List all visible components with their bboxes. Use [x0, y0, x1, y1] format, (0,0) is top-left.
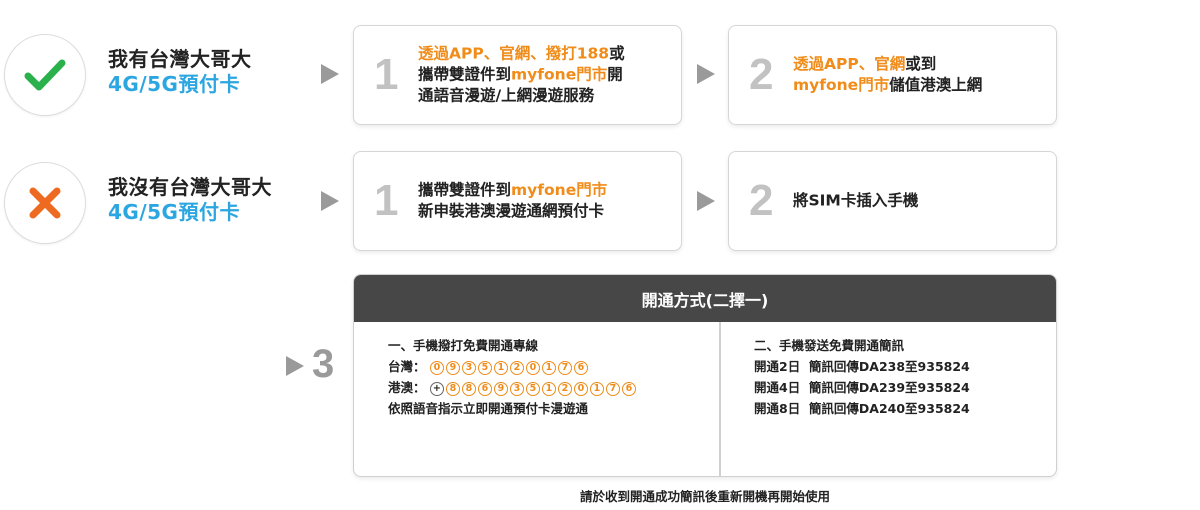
row-label-not: 我沒有台灣大哥大 4G/5G預付卡 [108, 175, 272, 224]
arrow-right-icon [321, 64, 339, 84]
cross-icon [29, 187, 61, 219]
step-number: 1 [374, 176, 399, 225]
phone-digit: 9 [493, 381, 508, 396]
phone-digit: 3 [461, 360, 476, 375]
phone-digit: 3 [509, 381, 524, 396]
phone-digit: 7 [557, 360, 572, 375]
step-card-not-1: 1 攜帶雙證件到myfone門市 新申裝港澳漫遊通網預付卡 [353, 151, 682, 251]
method-sms: 二、手機發送免費開通簡訊 開通2日 簡訊回傳DA238至935824 開通4日 … [754, 335, 970, 419]
step-text: 透過APP、官網、撥打188或 攜帶雙證件到myfone門市開 通語音漫遊/上網… [418, 44, 625, 105]
phone-digit: 8 [445, 381, 460, 396]
step-number: 2 [749, 50, 774, 99]
phone-digit: 2 [557, 381, 572, 396]
footer-note: 請於收到開通成功簡訊後重新開機再開始使用 [579, 489, 830, 504]
phone-digit: 1 [541, 360, 556, 375]
panel-title: 開通方式(二擇一) [354, 275, 1056, 322]
step-card-not-2: 2 將SIM卡插入手機 [728, 151, 1057, 251]
phone-digit: 6 [573, 360, 588, 375]
phone-digit: 0 [573, 381, 588, 396]
status-circle-no [4, 162, 86, 244]
phone-digit: 7 [605, 381, 620, 396]
phone-digit: 8 [461, 381, 476, 396]
phone-digit: 6 [621, 381, 636, 396]
phone-digit: 1 [493, 360, 508, 375]
phone-digit: 0 [429, 360, 444, 375]
step-card-have-2: 2 透過APP、官網或到 myfone門市儲值港澳上網 [728, 25, 1057, 125]
phone-digit: 6 [477, 381, 492, 396]
phone-digit: 0 [525, 360, 540, 375]
arrow-right-icon [286, 356, 304, 376]
step-text: 攜帶雙證件到myfone門市 新申裝港澳漫遊通網預付卡 [418, 181, 608, 220]
sms-line: 開通2日 簡訊回傳DA238至935824 [754, 359, 970, 374]
method-call-note: 依照語音指示立即開通預付卡漫遊通 [388, 401, 589, 416]
arrow-right-icon [697, 64, 715, 84]
step-text: 透過APP、官網或到 myfone門市儲值港澳上網 [793, 55, 983, 94]
panel-divider [719, 322, 721, 476]
method-sms-heading: 二、手機發送免費開通簡訊 [754, 338, 905, 353]
arrow-right-icon [697, 191, 715, 211]
phone-digit: 5 [525, 381, 540, 396]
phone-digit: 1 [589, 381, 604, 396]
step-number: 2 [749, 176, 774, 225]
sms-line: 開通4日 簡訊回傳DA239至935824 [754, 380, 970, 395]
step-card-have-1: 1 透過APP、官網、撥打188或 攜帶雙證件到myfone門市開 通語音漫遊/… [353, 25, 682, 125]
plus-digit: + [429, 381, 444, 396]
arrow-right-icon [321, 191, 339, 211]
phone-digit: 5 [477, 360, 492, 375]
status-circle-yes [4, 34, 86, 116]
step-number: 1 [374, 50, 399, 99]
phone-digit: 1 [541, 381, 556, 396]
step-text: 將SIM卡插入手機 [793, 191, 919, 210]
phone-digit: 2 [509, 360, 524, 375]
sms-line: 開通8日 簡訊回傳DA240至935824 [754, 401, 970, 416]
check-icon [24, 59, 66, 91]
method-call-heading: 一、手機撥打免費開通專線 [388, 338, 539, 353]
step-number-3: 3 [312, 342, 335, 386]
row-label-have: 我有台灣大哥大 4G/5G預付卡 [108, 47, 252, 96]
phone-digit: 9 [445, 360, 460, 375]
